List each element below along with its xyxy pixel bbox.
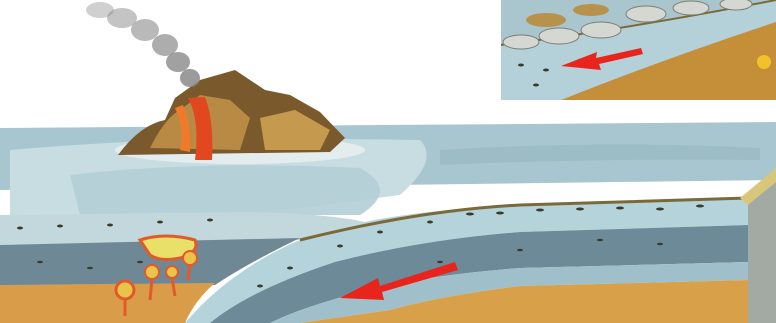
left-mantle — [0, 283, 215, 323]
magma-blob-icon — [116, 281, 134, 299]
inset-detail — [501, 0, 776, 100]
magma-blob-icon — [183, 251, 197, 265]
volcano-icon — [115, 70, 365, 164]
inset-illustration — [501, 0, 776, 100]
inset-marker-icon — [757, 55, 771, 69]
smoke-plume-icon — [86, 2, 200, 87]
magma-blob-icon — [145, 265, 159, 279]
shelf-shadow — [70, 165, 380, 215]
magma-blob-icon — [166, 266, 178, 278]
